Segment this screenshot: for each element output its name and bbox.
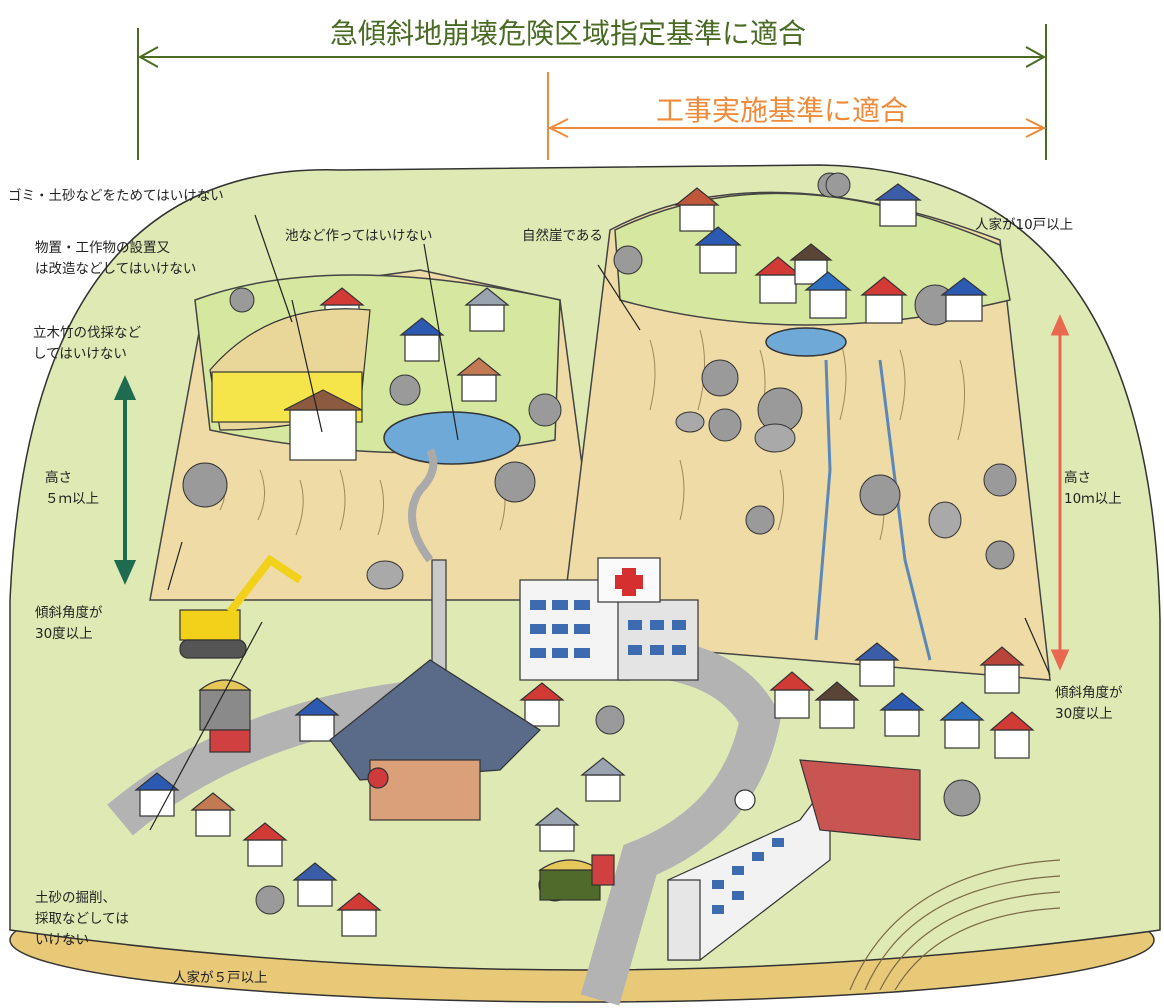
dump-truck-icon: [198, 679, 252, 753]
boulders: [366, 411, 962, 590]
pond-right: [765, 327, 847, 357]
red-cross-icon: [615, 568, 643, 596]
label-natural-cliff: 自然崖である: [522, 228, 603, 244]
pond-left: [383, 411, 521, 465]
excavator-icon: [179, 554, 303, 659]
trees: [182, 172, 1017, 915]
label-height-10m: 高さ 10ｍ以上: [1064, 470, 1122, 507]
running-track: [849, 859, 1061, 991]
construction-criteria-banner: 工事実施基準に適合: [656, 94, 909, 127]
school-building: [667, 759, 921, 961]
height-arrow-left: [113, 375, 137, 585]
label-no-pond: 池など作ってはいけない: [285, 228, 433, 244]
label-no-dumping: ゴミ・土砂などをためてはいけない: [8, 188, 224, 204]
designation-criteria-banner: 急傾斜地崩壊危険区域指定基準に適合: [330, 17, 807, 50]
hospital-building: [519, 557, 699, 681]
label-height-5m: 高さ ５ｍ以上: [45, 470, 99, 507]
waterfall: [814, 359, 932, 661]
designation-span-arrow: [137, 24, 1047, 160]
pointer-lines: [149, 214, 1051, 831]
dump-truck-right: [538, 854, 615, 901]
label-no-digging: 土砂の掘削、 採取などしては いけない: [35, 890, 129, 948]
label-10-houses: 人家が10戸以上: [975, 217, 1074, 233]
storage-yard: [209, 308, 371, 461]
label-no-structures: 物置・工作物の設置又 は改造などしてはいけない: [35, 240, 197, 277]
temple: [329, 659, 541, 821]
construction-span-arrow: [547, 72, 1047, 160]
label-no-tree-cutting: 立木竹の伐採など してはいけない: [33, 325, 141, 362]
label-5-houses: 人家が５戸以上: [173, 970, 268, 986]
label-angle-30-right: 傾斜角度が 30度以上: [1055, 685, 1123, 722]
houses: [134, 183, 1035, 937]
height-arrow-right: [1050, 314, 1070, 671]
label-angle-30-left: 傾斜角度が 30度以上: [35, 605, 103, 642]
smokestack-icon: [408, 448, 447, 681]
